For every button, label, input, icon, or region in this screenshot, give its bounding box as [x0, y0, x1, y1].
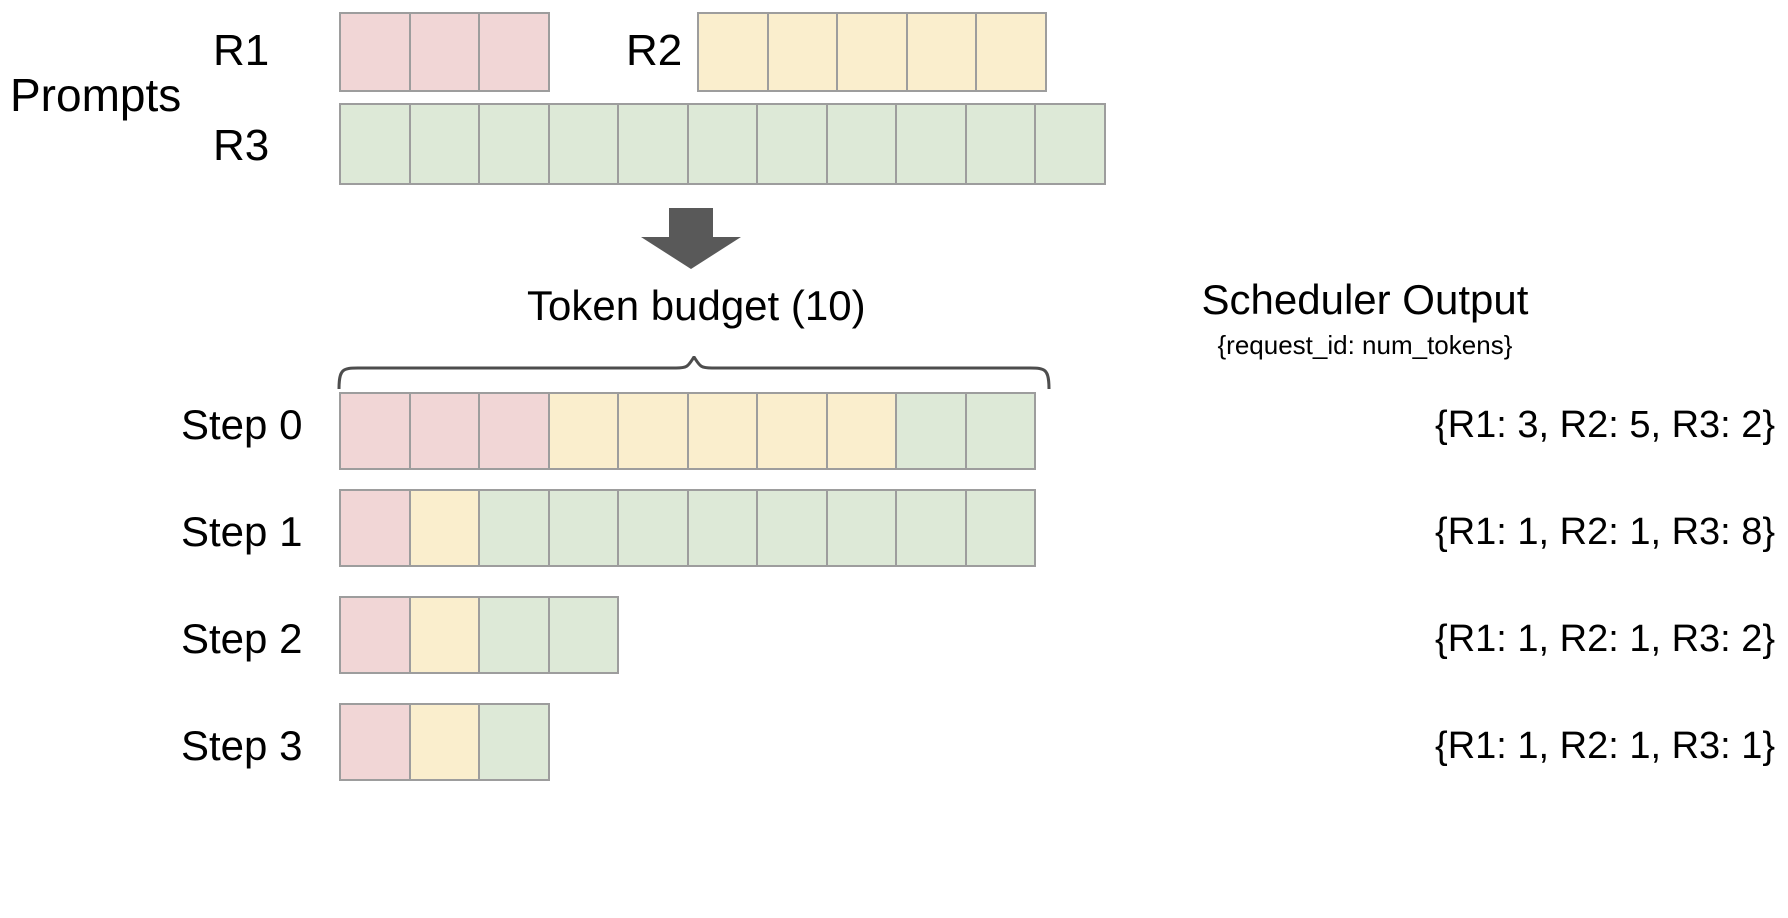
token-cell [408, 103, 480, 185]
token-cell [964, 392, 1036, 470]
token-cell [339, 703, 411, 781]
prompts-section-label: Prompts [10, 69, 182, 121]
token-cell [975, 12, 1047, 92]
token-cell [478, 596, 550, 674]
token-cell [339, 392, 411, 470]
token-cell [895, 392, 967, 470]
token-cell [478, 703, 550, 781]
token-cell [478, 12, 550, 92]
token-cell [895, 489, 967, 567]
token-cell [408, 392, 480, 470]
step-token-strip-2 [339, 596, 619, 674]
token-cell [964, 489, 1036, 567]
curly-brace-icon [337, 356, 1051, 390]
scheduler-output-2: {R1: 1, R2: 1, R3: 2} [1435, 618, 1776, 660]
token-cell [339, 12, 411, 92]
request-label-r3: R3 [213, 121, 270, 170]
token-cell [686, 103, 758, 185]
token-cell [339, 489, 411, 567]
token-cell [1034, 103, 1106, 185]
token-cell [478, 489, 550, 567]
step-token-strip-1 [339, 489, 1036, 567]
step-label-2: Step 2 [181, 615, 303, 662]
step-label-3: Step 3 [181, 722, 303, 769]
token-cell [339, 596, 411, 674]
token-cell [617, 392, 689, 470]
down-arrow-icon [641, 208, 741, 269]
token-cell [408, 12, 480, 92]
token-cell [964, 103, 1036, 185]
step-token-strip-0 [339, 392, 1036, 470]
token-cell [756, 103, 828, 185]
token-cell [766, 12, 838, 92]
token-cell [478, 103, 550, 185]
token-cell [617, 103, 689, 185]
token-cell [408, 489, 480, 567]
token-cell [686, 392, 758, 470]
token-cell [697, 12, 769, 92]
request-label-r2: R2 [626, 26, 683, 75]
scheduler-output-subtitle: {request_id: num_tokens} [1217, 330, 1513, 360]
token-cell [825, 489, 897, 567]
token-cell [339, 103, 411, 185]
step-label-1: Step 1 [181, 508, 303, 555]
token-cell [547, 489, 619, 567]
token-cell [408, 596, 480, 674]
scheduler-output-1: {R1: 1, R2: 1, R3: 8} [1435, 511, 1776, 553]
token-cell [756, 489, 828, 567]
token-cell [895, 103, 967, 185]
token-cell [617, 489, 689, 567]
scheduler-output-0: {R1: 3, R2: 5, R3: 2} [1435, 404, 1776, 446]
scheduler-output-title: Scheduler Output [1201, 276, 1529, 323]
prompt-tokens-r3 [339, 103, 1106, 185]
token-cell [547, 392, 619, 470]
token-budget-label: Token budget (10) [527, 282, 866, 329]
token-cell [756, 392, 828, 470]
token-cell [825, 392, 897, 470]
token-cell [836, 12, 908, 92]
token-cell [547, 596, 619, 674]
prompt-tokens-r1 [339, 12, 550, 92]
token-cell [478, 392, 550, 470]
scheduler-output-3: {R1: 1, R2: 1, R3: 1} [1435, 725, 1776, 767]
step-label-0: Step 0 [181, 401, 303, 448]
token-cell [686, 489, 758, 567]
token-cell [905, 12, 977, 92]
step-token-strip-3 [339, 703, 550, 781]
prompt-tokens-r2 [697, 12, 1047, 92]
token-cell [547, 103, 619, 185]
request-label-r1: R1 [213, 26, 270, 75]
token-cell [825, 103, 897, 185]
token-cell [408, 703, 480, 781]
